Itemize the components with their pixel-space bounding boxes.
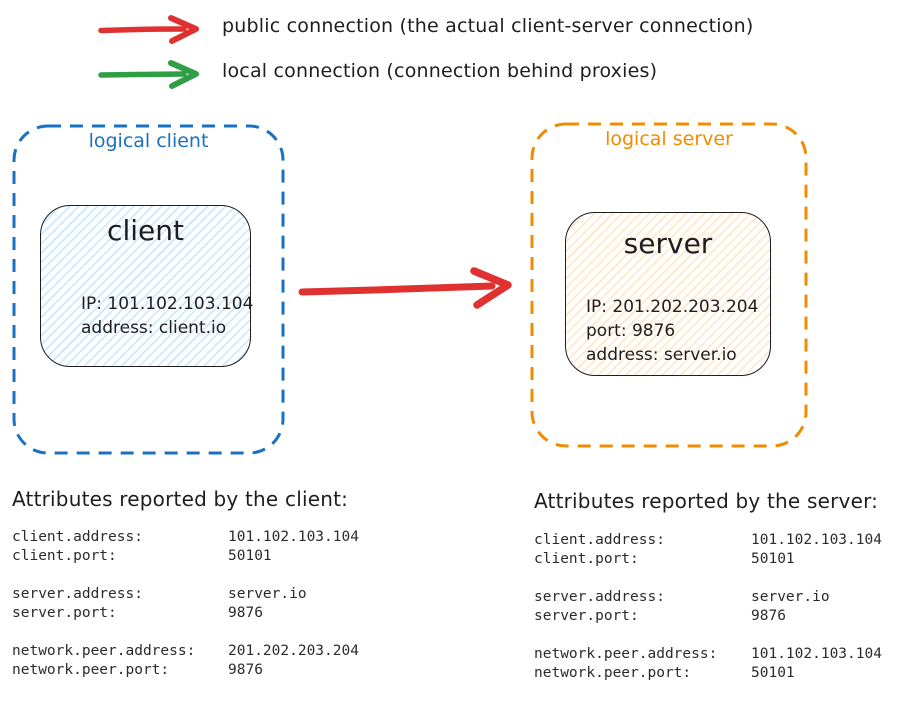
attr-key: client.port: — [534, 551, 639, 567]
attr-value: 101.102.103.104 — [228, 529, 359, 545]
server-node-title: server — [623, 227, 713, 260]
server-attributes-heading: Attributes reported by the server: — [534, 489, 879, 513]
attr-key: server.port: — [12, 605, 117, 621]
attr-row: network.peer.address: 101.102.103.104 — [534, 645, 882, 664]
logical-client-label: logical client — [88, 130, 209, 152]
server-address: address: server.io — [586, 345, 737, 365]
attr-key: client.address: — [12, 529, 143, 545]
server-attr-group-client: client.address: 101.102.103.104 client.p… — [534, 531, 882, 569]
client-attr-group-network-peer: network.peer.address: 201.202.203.204 ne… — [12, 642, 359, 680]
client-server-connection-arrow — [298, 267, 512, 309]
client-node-details: IP: 101.102.103.104 address: client.io — [81, 292, 253, 340]
logical-client-box: logical client client IP: 101.102.103.10… — [12, 124, 285, 455]
attr-value: 9876 — [228, 605, 263, 621]
attr-row: network.peer.address: 201.202.203.204 — [12, 642, 359, 661]
attr-key: network.peer.port: — [534, 665, 692, 681]
attr-value: 50101 — [751, 551, 795, 567]
attr-value: 101.102.103.104 — [751, 532, 882, 548]
attr-row: network.peer.port: 9876 — [12, 661, 359, 680]
attr-value: 201.202.203.204 — [228, 643, 359, 659]
client-address: address: client.io — [81, 318, 227, 338]
attr-key: server.address: — [12, 586, 143, 602]
public-connection-legend-arrow-icon — [98, 15, 199, 44]
attr-row: server.address: server.io — [534, 588, 882, 607]
attr-row: client.port: 50101 — [534, 550, 882, 569]
attr-key: server.port: — [534, 608, 639, 624]
attr-value: 50101 — [228, 548, 272, 564]
attr-value: server.io — [228, 586, 307, 602]
attr-value: 9876 — [228, 662, 263, 678]
attr-value: 50101 — [751, 665, 795, 681]
attr-key: network.peer.port: — [12, 662, 170, 678]
attr-row: network.peer.port: 50101 — [534, 664, 882, 683]
logical-server-label: logical server — [605, 128, 733, 150]
server-attributes-table: client.address: 101.102.103.104 client.p… — [534, 531, 882, 683]
attr-row: server.port: 9876 — [534, 607, 882, 626]
client-node: client IP: 101.102.103.104 address: clie… — [40, 205, 253, 367]
attr-value: 101.102.103.104 — [751, 646, 882, 662]
attr-key: network.peer.address: — [534, 646, 718, 662]
client-attributes-heading: Attributes reported by the client: — [12, 487, 349, 511]
public-connection-legend-label: public connection (the actual client-ser… — [222, 15, 754, 37]
client-attributes-table: client.address: 101.102.103.104 client.p… — [12, 528, 359, 680]
attr-row: client.port: 50101 — [12, 547, 359, 566]
attr-key: client.port: — [12, 548, 117, 564]
local-connection-legend-label: local connection (connection behind prox… — [222, 60, 658, 82]
server-node-details: IP: 201.202.203.204 port: 9876 address: … — [586, 295, 758, 367]
logical-server-box: logical server server IP: 201.202.203.20… — [530, 122, 808, 448]
local-connection-legend-arrow-icon — [98, 60, 199, 89]
attr-row: server.address: server.io — [12, 585, 359, 604]
client-ip: IP: 101.102.103.104 — [81, 294, 254, 314]
client-attr-group-client: client.address: 101.102.103.104 client.p… — [12, 528, 359, 566]
server-node: server IP: 201.202.203.204 port: 9876 ad… — [565, 212, 771, 376]
server-attr-group-server: server.address: server.io server.port: 9… — [534, 588, 882, 626]
logical-client-dashed-border — [12, 124, 285, 455]
attr-key: client.address: — [534, 532, 665, 548]
server-port: port: 9876 — [586, 321, 676, 341]
logical-server-dashed-border — [530, 122, 808, 448]
attr-key: network.peer.address: — [12, 643, 196, 659]
client-node-title: client — [107, 214, 184, 247]
server-attr-group-network-peer: network.peer.address: 101.102.103.104 ne… — [534, 645, 882, 683]
attr-value: server.io — [751, 589, 830, 605]
attr-row: client.address: 101.102.103.104 — [12, 528, 359, 547]
attr-row: client.address: 101.102.103.104 — [534, 531, 882, 550]
server-ip: IP: 201.202.203.204 — [586, 297, 759, 317]
attr-value: 9876 — [751, 608, 786, 624]
attr-row: server.port: 9876 — [12, 604, 359, 623]
client-attr-group-server: server.address: server.io server.port: 9… — [12, 585, 359, 623]
attr-key: server.address: — [534, 589, 665, 605]
